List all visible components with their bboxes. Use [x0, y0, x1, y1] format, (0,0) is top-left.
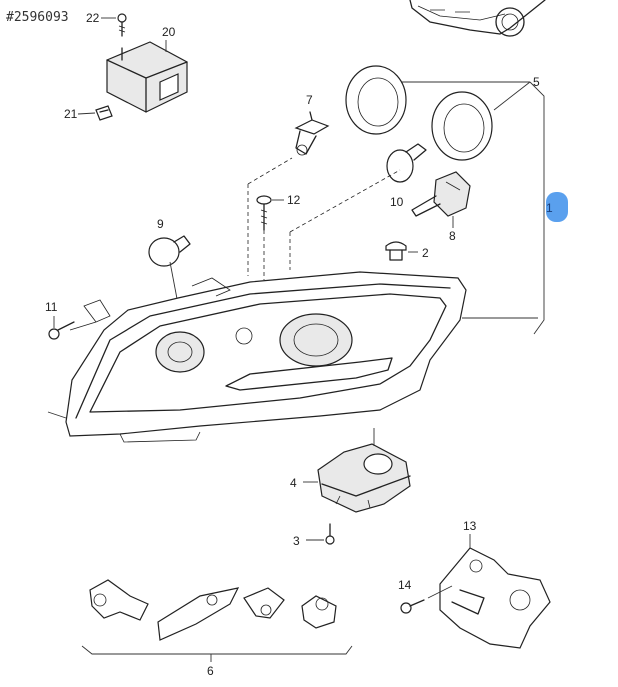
- headlamp-housing[interactable]: [65, 271, 467, 443]
- screw-22[interactable]: [117, 13, 127, 37]
- group-bracket-1: [529, 81, 545, 335]
- bracket-13[interactable]: [439, 547, 551, 649]
- label-21: 21: [64, 107, 78, 121]
- screw-14[interactable]: [400, 599, 425, 614]
- leader-21: [77, 112, 96, 115]
- plug-2[interactable]: [385, 241, 407, 261]
- leader-14: [427, 585, 453, 599]
- screw-3[interactable]: [325, 523, 335, 545]
- label-2: 2: [422, 246, 429, 260]
- leader-9: [169, 261, 179, 305]
- label-11: 11: [45, 300, 58, 314]
- ballast-4[interactable]: [317, 443, 411, 513]
- label-12: 12: [287, 193, 301, 207]
- sensor-6a[interactable]: [89, 579, 149, 621]
- housing-edge-mark: [47, 411, 67, 419]
- bulb-7[interactable]: [294, 111, 330, 156]
- label-10: 10: [390, 195, 404, 209]
- sensor-6d[interactable]: [301, 595, 337, 629]
- bulb-9[interactable]: [148, 235, 191, 267]
- screw-12[interactable]: [256, 195, 272, 231]
- group-bracket-6: [81, 645, 353, 655]
- label-22: 22: [86, 11, 100, 25]
- cap-5a[interactable]: [345, 65, 407, 135]
- xenon-bulb-8[interactable]: [411, 171, 471, 217]
- label-4: 4: [290, 476, 297, 490]
- control-unit-20[interactable]: [106, 41, 188, 113]
- sensor-6c[interactable]: [243, 587, 285, 619]
- label-1: 1: [546, 201, 553, 215]
- label-3: 3: [293, 534, 300, 548]
- cap-5b[interactable]: [431, 91, 493, 161]
- label-5: 5: [533, 75, 540, 89]
- screw-11[interactable]: [48, 321, 75, 340]
- bulb-10[interactable]: [386, 143, 427, 183]
- label-6: 6: [207, 664, 214, 678]
- highlight-label-1[interactable]: 1: [546, 192, 568, 222]
- label-13: 13: [463, 519, 477, 533]
- label-14: 14: [398, 578, 412, 592]
- sensor-6b[interactable]: [157, 587, 240, 641]
- label-9: 9: [157, 217, 164, 231]
- label-7: 7: [306, 93, 313, 107]
- clip-21[interactable]: [95, 105, 113, 121]
- label-8: 8: [449, 229, 456, 243]
- reference-number: #2596093: [6, 10, 69, 25]
- assembly-guides: [247, 157, 401, 280]
- label-20: 20: [162, 25, 176, 39]
- leader-5: [402, 81, 531, 111]
- car-thumbnail: [409, 0, 546, 37]
